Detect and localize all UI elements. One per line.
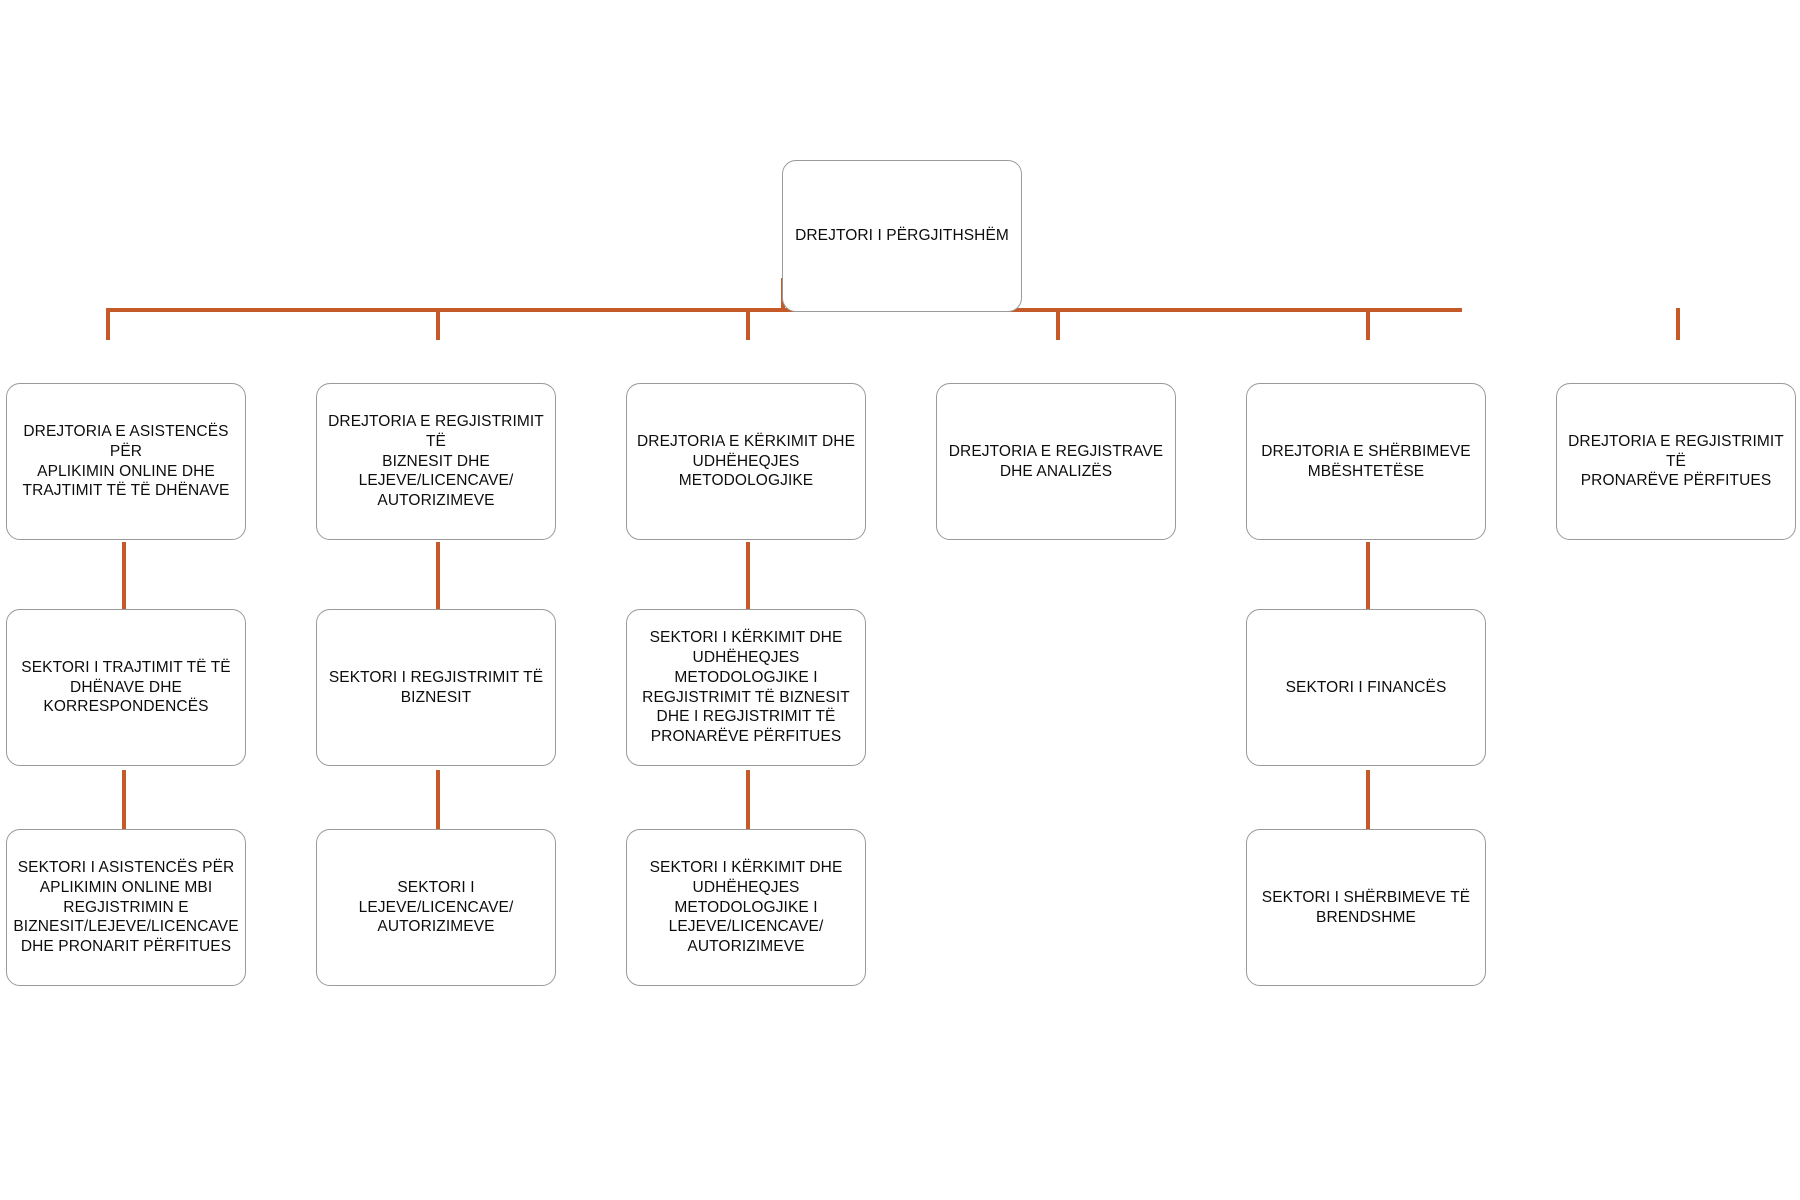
connector-horizontal-bus [106, 308, 1462, 312]
node-sector-5-1[interactable]: SEKTORI I FINANCËS [1246, 609, 1486, 766]
node-sector-1-2[interactable]: SEKTORI I ASISTENCËS PËR APLIKIMIN ONLIN… [6, 829, 246, 986]
node-label: SEKTORI I ASISTENCËS PËR APLIKIMIN ONLIN… [13, 858, 239, 956]
node-label: SEKTORI I KËRKIMIT DHE UDHËHEQJES METODO… [642, 629, 850, 746]
node-label: DREJTORIA E SHËRBIMEVE MBËSHTETËSE [1261, 442, 1471, 480]
connector-col-2-lvl2-lvl3 [436, 770, 440, 830]
connector-drop-col-3 [746, 308, 750, 340]
node-label: SEKTORI I TRAJTIMIT TË TË DHËNAVE DHE KO… [21, 658, 231, 716]
connector-col-5-lvl1-lvl2 [1366, 542, 1370, 610]
connector-col-2-lvl1-lvl2 [436, 542, 440, 610]
node-sector-3-1[interactable]: SEKTORI I KËRKIMIT DHE UDHËHEQJES METODO… [626, 609, 866, 766]
node-label: DREJTORIA E KËRKIMIT DHE UDHËHEQJES METO… [637, 432, 856, 490]
node-label: SEKTORI I SHËRBIMEVE TË BRENDSHME [1261, 888, 1471, 926]
node-label: SEKTORI I KËRKIMIT DHE UDHËHEQJES METODO… [649, 858, 843, 956]
connector-col-3-lvl1-lvl2 [746, 542, 750, 610]
node-sector-2-2[interactable]: SEKTORI I LEJEVE/LICENCAVE/ AUTORIZIMEVE [316, 829, 556, 986]
node-label: SEKTORI I LEJEVE/LICENCAVE/ AUTORIZIMEVE [358, 878, 514, 936]
node-label: DREJTORIA E REGJISTRIMIT TË BIZNESIT DHE… [328, 412, 544, 510]
node-label: DREJTORIA E ASISTENCËS PËR APLIKIMIN ONL… [22, 422, 230, 500]
node-sector-3-2[interactable]: SEKTORI I KËRKIMIT DHE UDHËHEQJES METODO… [626, 829, 866, 986]
connector-col-3-lvl2-lvl3 [746, 770, 750, 830]
connector-col-5-lvl2-lvl3 [1366, 770, 1370, 830]
connector-drop-col-1 [106, 308, 110, 340]
node-label: SEKTORI I REGJISTRIMIT TË BIZNESIT [328, 668, 544, 706]
node-label: SEKTORI I FINANCËS [1285, 678, 1447, 696]
connector-col-1-lvl2-lvl3 [122, 770, 126, 830]
node-sector-2-1[interactable]: SEKTORI I REGJISTRIMIT TË BIZNESIT [316, 609, 556, 766]
node-directorate-6[interactable]: DREJTORIA E REGJISTRIMIT TË PRONARËVE PË… [1556, 383, 1796, 540]
connector-drop-col-6 [1676, 308, 1680, 340]
node-label: DREJTORIA E REGJISTRAVE DHE ANALIZËS [948, 442, 1164, 480]
node-sector-1-1[interactable]: SEKTORI I TRAJTIMIT TË TË DHËNAVE DHE KO… [6, 609, 246, 766]
node-directorate-5[interactable]: DREJTORIA E SHËRBIMEVE MBËSHTETËSE [1246, 383, 1486, 540]
node-label: DREJTORIA E REGJISTRIMIT TË PRONARËVE PË… [1568, 432, 1784, 490]
connector-drop-col-5 [1366, 308, 1370, 340]
node-directorate-3[interactable]: DREJTORIA E KËRKIMIT DHE UDHËHEQJES METO… [626, 383, 866, 540]
node-label: DREJTORI I PËRGJITHSHËM [795, 227, 1009, 245]
connector-col-1-lvl1-lvl2 [122, 542, 126, 610]
connector-drop-col-2 [436, 308, 440, 340]
node-directorate-4[interactable]: DREJTORIA E REGJISTRAVE DHE ANALIZËS [936, 383, 1176, 540]
connector-drop-col-4 [1056, 308, 1060, 340]
node-directorate-2[interactable]: DREJTORIA E REGJISTRIMIT TË BIZNESIT DHE… [316, 383, 556, 540]
node-drejtori-i-pergjithshem[interactable]: DREJTORI I PËRGJITHSHËM [782, 160, 1022, 312]
node-sector-5-2[interactable]: SEKTORI I SHËRBIMEVE TË BRENDSHME [1246, 829, 1486, 986]
node-directorate-1[interactable]: DREJTORIA E ASISTENCËS PËR APLIKIMIN ONL… [6, 383, 246, 540]
